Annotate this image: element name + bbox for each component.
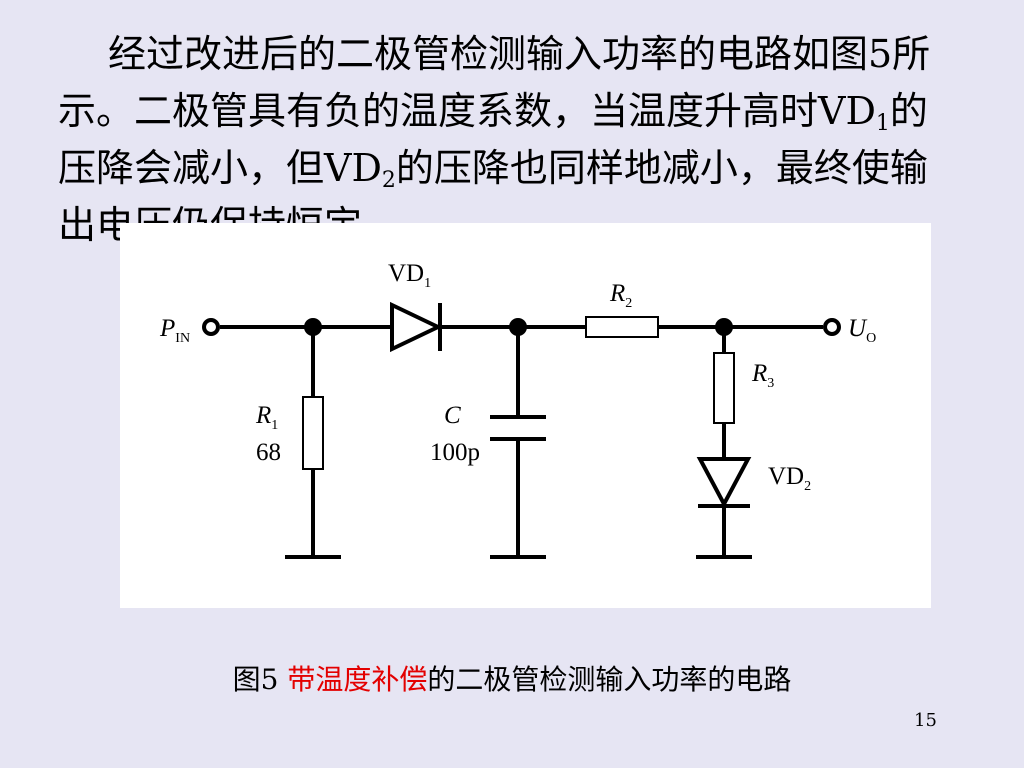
terminal-uo [823, 318, 841, 336]
resistor-r2 [585, 316, 659, 338]
circuit-diagram: PIN UO VD1 VD2 R2 R3 R1 68 C 100p [120, 223, 931, 608]
label-c: C [444, 402, 461, 429]
paragraph-line-3-end: 的压降也同样地减小，最终使输 [395, 146, 928, 190]
resistor-r3 [713, 352, 735, 424]
terminal-pin [202, 318, 220, 336]
caption-prefix: 图5 [232, 663, 288, 696]
label-c-value: 100p [430, 439, 480, 466]
label-r1: R1 [255, 402, 278, 433]
label-uo: UO [848, 315, 876, 346]
paragraph-line-1: 经过改进后的二极管检测输入功率的电路如图5所 [108, 32, 931, 76]
paragraph-line-3: 压降会减小，但VD [58, 146, 382, 190]
paragraph-line-2-end: 的 [889, 89, 928, 133]
circuit-schematic: PIN UO VD1 VD2 R2 R3 R1 68 C 100p [159, 260, 876, 559]
figure-caption: 图5 带温度补偿的二极管检测输入功率的电路 [0, 658, 1024, 698]
diode-vd2 [696, 457, 752, 509]
label-r3: R3 [751, 360, 774, 391]
label-vd1: VD1 [388, 260, 431, 291]
diode-vd1 [390, 301, 443, 353]
label-r1-value: 68 [256, 439, 281, 466]
label-r2: R2 [609, 280, 632, 311]
resistor-r1 [302, 396, 324, 470]
vd1-subscript: 1 [875, 111, 890, 136]
label-pin: PIN [159, 315, 190, 346]
caption-rest: 的二极管检测输入功率的电路 [427, 663, 792, 696]
caption-highlight: 带温度补偿 [287, 663, 428, 696]
junction-dot-c [509, 318, 527, 336]
junction-dot-r3 [715, 318, 733, 336]
paragraph-line-2: 示。二极管具有负的温度系数，当温度升高时VD [58, 89, 876, 133]
page-number: 15 [914, 710, 937, 731]
label-vd2: VD2 [768, 463, 811, 494]
body-paragraph: 经过改进后的二极管检测输入功率的电路如图5所 示。二极管具有负的温度系数，当温度… [58, 26, 978, 254]
vd2-subscript: 2 [381, 168, 396, 193]
junction-dot-r1 [304, 318, 322, 336]
